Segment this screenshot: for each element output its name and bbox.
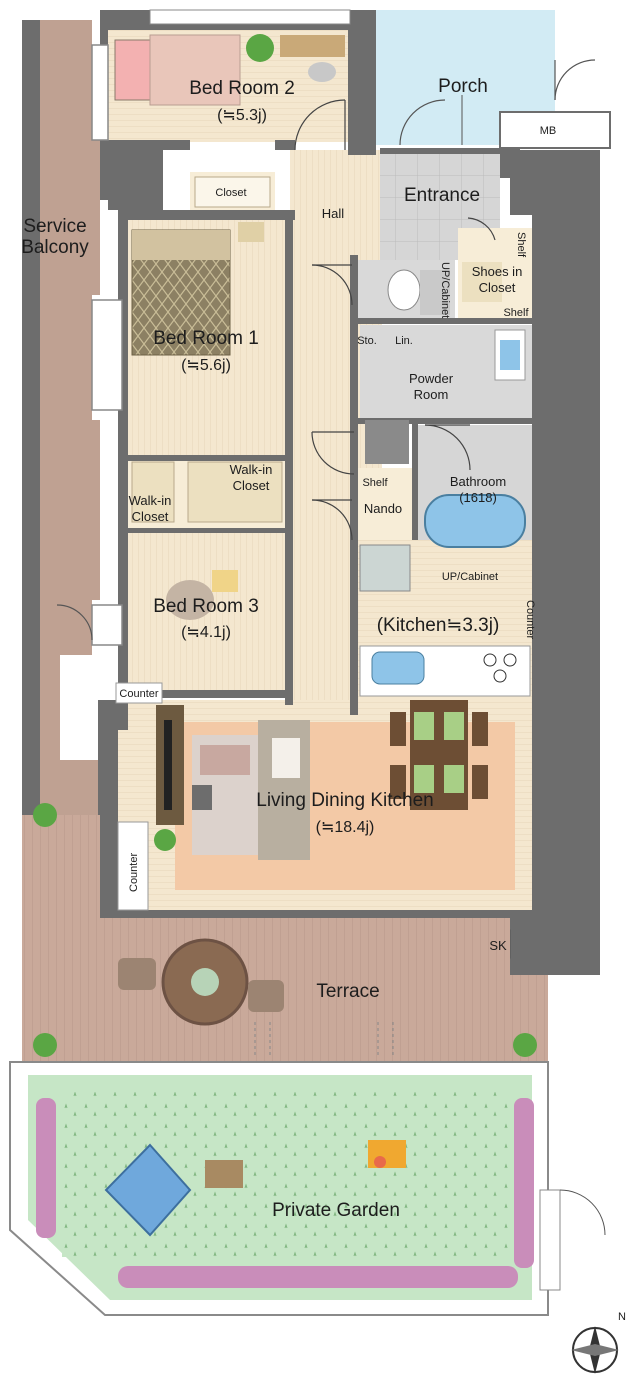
storage-label: Sto. xyxy=(357,335,377,347)
door-swings xyxy=(294,99,496,541)
room-labels: Bed Room 2 (≒5.3j) Porch MB Closet Hall … xyxy=(21,76,626,1323)
service-balcony-label: Service xyxy=(23,216,86,237)
porch-label: Porch xyxy=(438,76,488,97)
up-cabinet-vertical-label: UP/Cabinet xyxy=(439,262,451,318)
private-garden-area xyxy=(9,1061,606,1316)
entrance-label: Entrance xyxy=(404,185,480,206)
north-label: N xyxy=(618,1311,626,1323)
ldk-label: Living Dining Kitchen xyxy=(256,790,433,811)
ldk-size: (≒18.4j) xyxy=(316,819,375,836)
walk-in-closet-left-label-2: Closet xyxy=(132,509,169,524)
terrace-label: Terrace xyxy=(316,981,379,1002)
walk-in-closet-right-label-2: Closet xyxy=(233,478,270,493)
walls xyxy=(98,10,600,975)
windows xyxy=(56,9,351,646)
stove-icon xyxy=(483,653,517,683)
powder-room-label: Powder xyxy=(409,371,454,386)
bed-room-1-label: Bed Room 1 xyxy=(153,328,259,349)
parasol-icon xyxy=(104,1143,192,1237)
shelf-label-shoes: Shelf xyxy=(503,307,529,319)
powder-room-label-2: Room xyxy=(414,387,449,402)
shoes-in-closet-label-2: Closet xyxy=(479,280,516,295)
kitchen-label: (Kitchen≒3.3j) xyxy=(377,615,500,636)
sk-label: SK xyxy=(489,938,507,953)
bed-room-1-size: (≒5.6j) xyxy=(181,357,231,374)
hall-label: Hall xyxy=(322,206,345,221)
hedge xyxy=(36,1098,534,1288)
private-garden-label: Private Garden xyxy=(272,1200,400,1221)
closet-label: Closet xyxy=(215,187,246,199)
bed-room-2-label: Bed Room 2 xyxy=(189,78,295,99)
walk-in-closet-right-label: Walk-in xyxy=(230,462,273,477)
tv-icon xyxy=(164,720,172,810)
washing-machine-icon xyxy=(365,420,409,464)
shelf-label-shoes-top: Shelf xyxy=(515,232,527,258)
counter-label-br3: Counter xyxy=(119,688,158,700)
shelf-label-nando: Shelf xyxy=(362,477,388,489)
plant-icon xyxy=(246,34,274,62)
bed-room-3-size: (≒4.1j) xyxy=(181,624,231,641)
counter-label-ldk: Counter xyxy=(128,853,140,892)
sink-icon xyxy=(371,651,425,685)
north-arrow-icon xyxy=(571,1326,619,1374)
terrace-area xyxy=(22,803,548,1062)
linen-label: Lin. xyxy=(395,335,413,347)
bed-room-3-label: Bed Room 3 xyxy=(153,596,259,617)
bathtub-icon xyxy=(424,494,526,548)
bathroom-size: (1618) xyxy=(459,490,497,505)
bathroom-label: Bathroom xyxy=(450,474,506,489)
bed-room-2-size: (≒5.3j) xyxy=(217,107,267,124)
mb-label: MB xyxy=(540,125,557,137)
furniture xyxy=(114,34,531,959)
up-cabinet-label: UP/Cabinet xyxy=(442,571,498,583)
counter-label-kitchen: Counter xyxy=(524,600,536,639)
shoes-in-closet-label: Shoes in xyxy=(472,264,523,279)
closet-hangers-icon xyxy=(194,176,271,208)
nando-label: Nando xyxy=(364,501,402,516)
walk-in-closet-left-label: Walk-in xyxy=(129,493,172,508)
porch-area xyxy=(375,10,611,149)
service-balcony-label-2: Balcony xyxy=(21,237,89,258)
service-balcony xyxy=(22,20,100,815)
